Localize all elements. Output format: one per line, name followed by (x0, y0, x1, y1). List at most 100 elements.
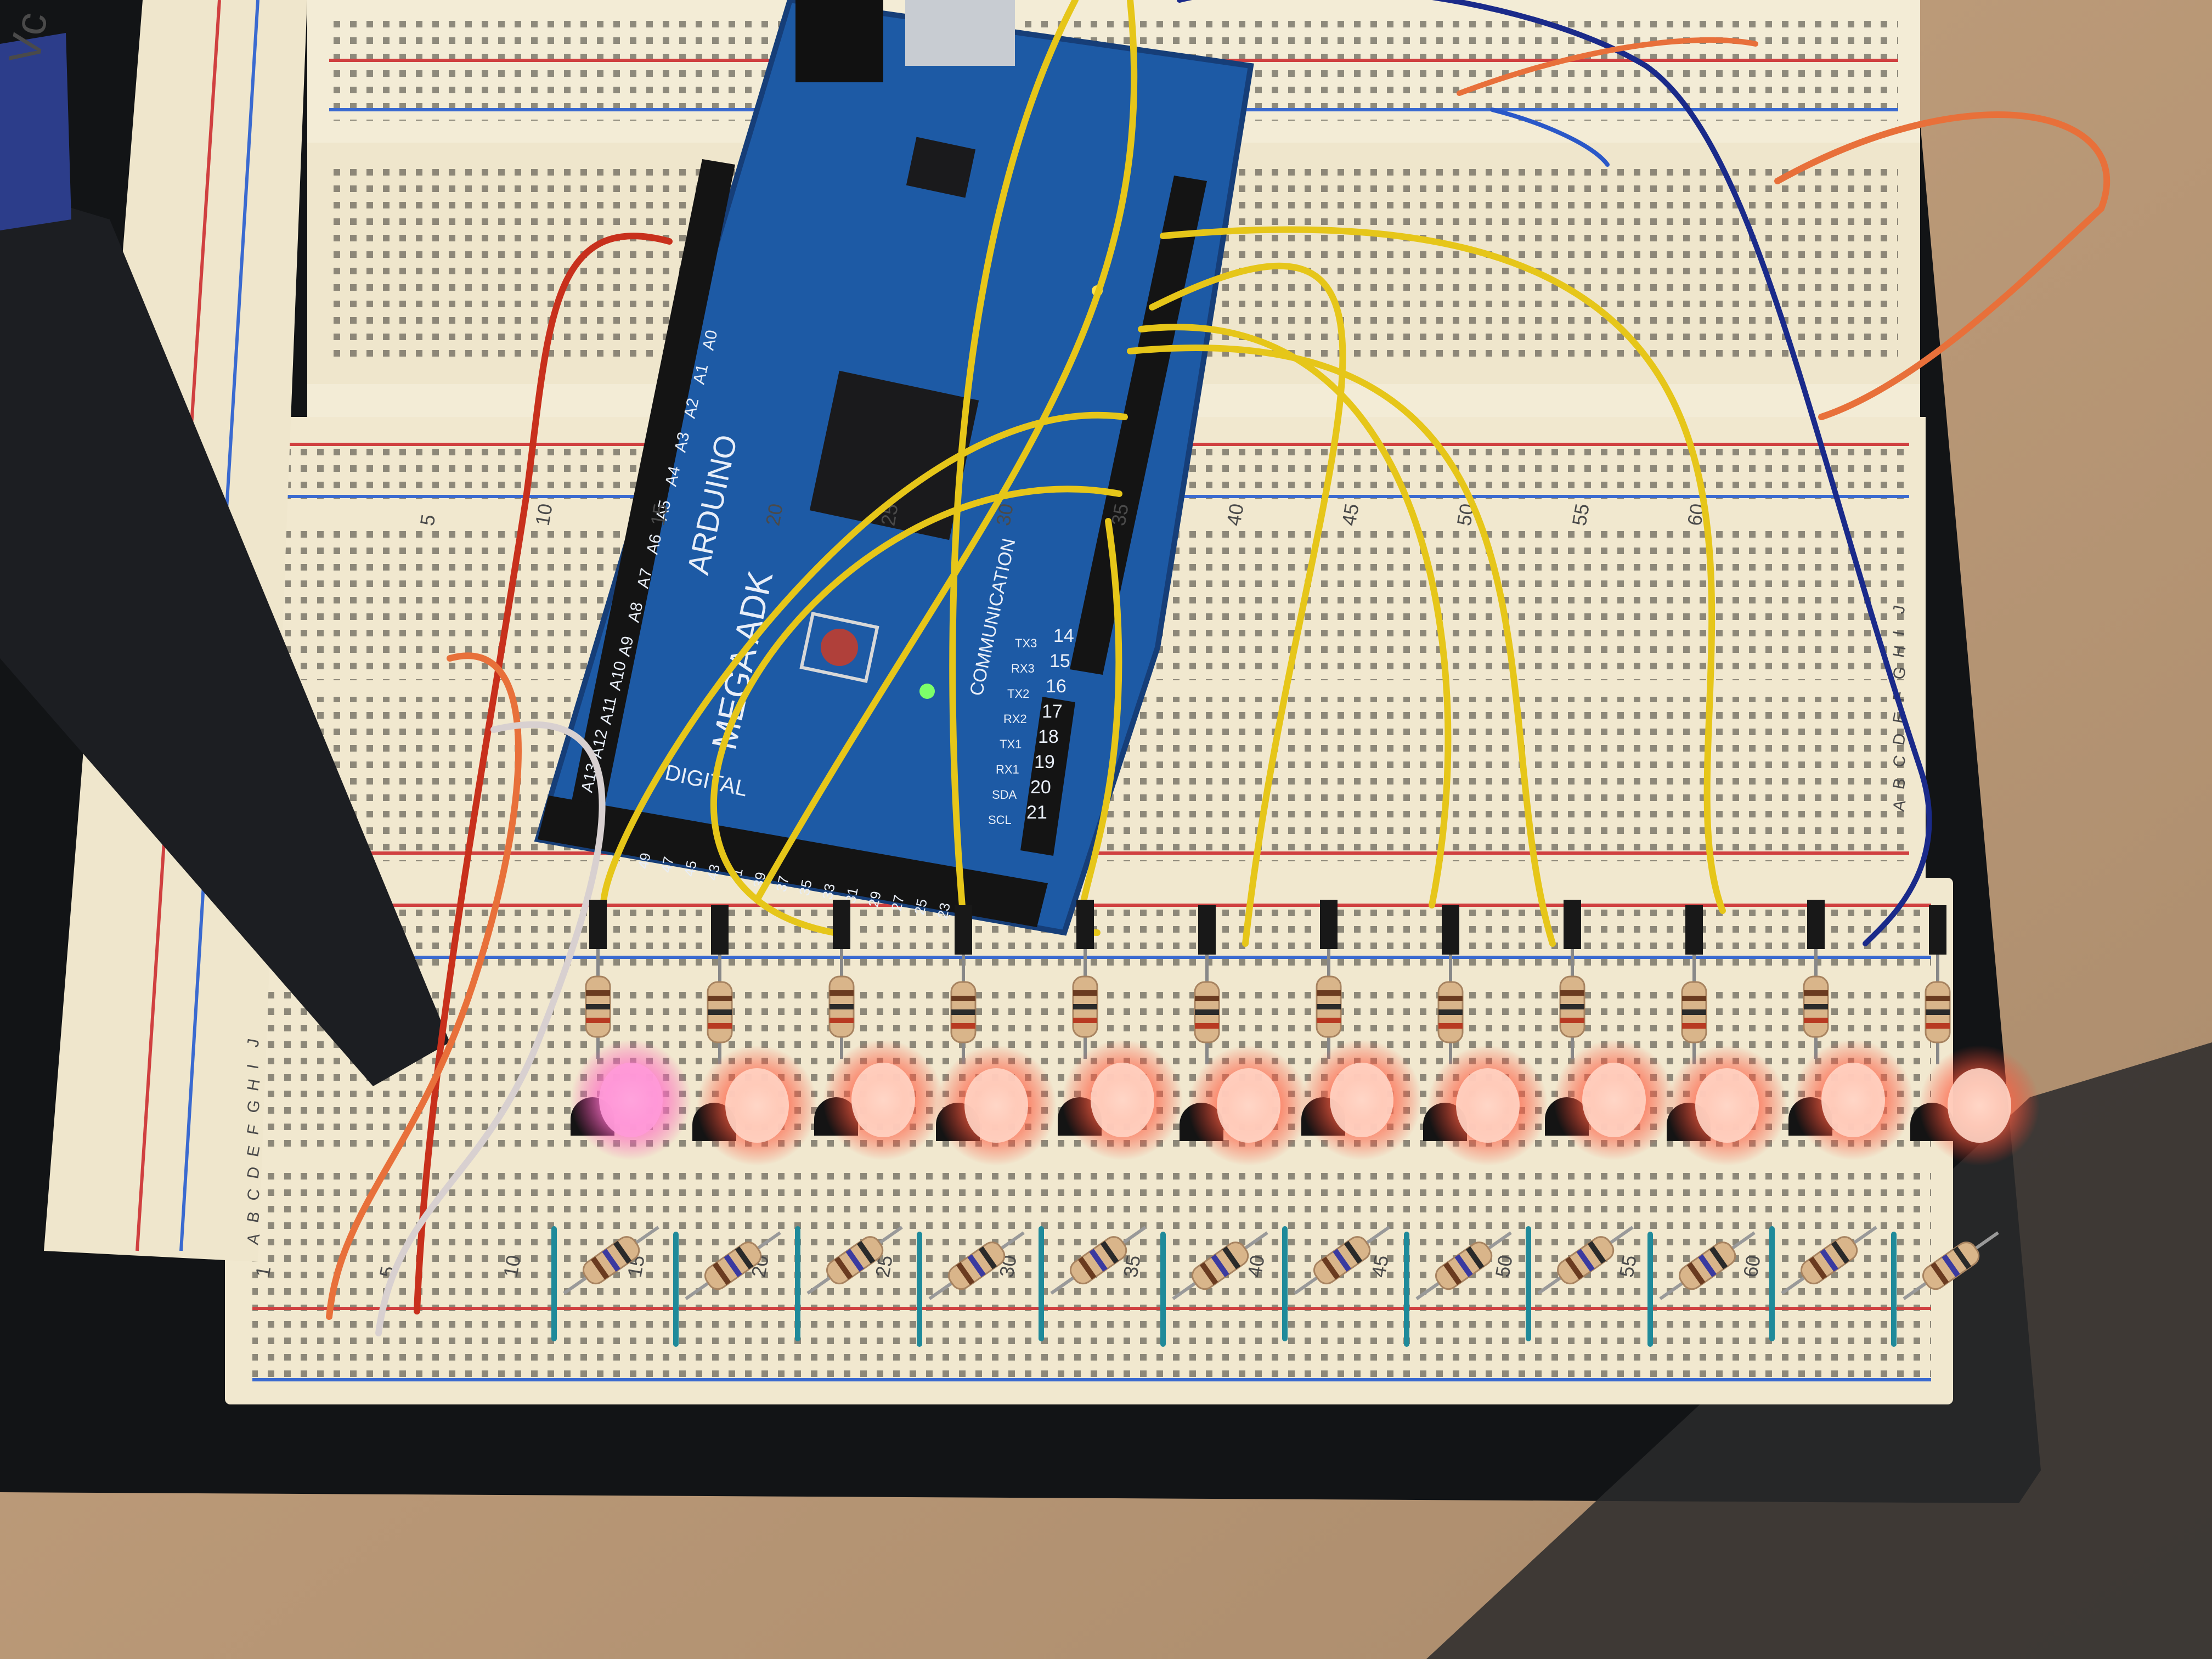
jumper-pin (711, 905, 729, 955)
led (1217, 1068, 1280, 1143)
resistor (950, 938, 977, 1064)
yellow-wire-6 (1160, 226, 1726, 914)
led (1330, 1063, 1393, 1137)
analog-pin-label: A5 (653, 499, 675, 522)
power-jack (795, 0, 883, 82)
column-number: 20 (761, 502, 787, 528)
reset-button[interactable] (821, 629, 858, 666)
bottom-header-number: 43 (704, 863, 723, 882)
jumper-pin (833, 900, 850, 949)
resistor (928, 1231, 1025, 1300)
jumper-pin (1442, 905, 1459, 955)
column-number: 50 (1491, 1254, 1517, 1279)
led (851, 1063, 915, 1137)
analog-pin-label: A1 (690, 363, 712, 386)
bottom-header-number: 29 (865, 890, 884, 909)
jumper-pin (955, 905, 972, 955)
resistor (1437, 938, 1464, 1064)
resistor (1294, 1226, 1390, 1295)
bottom-header-number: 23 (934, 901, 953, 921)
analog-pin-label: A3 (672, 431, 693, 454)
comm-pin-number: 20 (1030, 777, 1051, 798)
blue-wire (1177, 0, 1932, 946)
comm-pin-label: RX2 (1003, 712, 1027, 726)
jumper-pin (1320, 900, 1338, 949)
led (599, 1063, 663, 1137)
comm-pin-number: 14 (1053, 625, 1074, 646)
jumper-pin (589, 900, 607, 949)
bottom-header (538, 795, 1048, 927)
resistor (563, 1226, 659, 1295)
jumper-pin (1929, 905, 1946, 955)
comm-pin-number: 19 (1034, 752, 1055, 772)
left-panel-text: Vc (0, 9, 57, 67)
bottom-header-number: 35 (796, 878, 815, 898)
resistor (1659, 1231, 1756, 1300)
yellow-wire-8 (600, 412, 1128, 909)
status-led-green (919, 684, 935, 699)
usb-connector (905, 0, 1015, 66)
resistor (1803, 933, 1829, 1059)
led (1695, 1068, 1759, 1143)
yellow-wire-4 (1138, 324, 1452, 909)
column-number: 55 (1568, 502, 1594, 528)
comm-pin-label: TX1 (1000, 737, 1022, 751)
bottom-header-number: 27 (888, 894, 907, 913)
resistor (1681, 938, 1707, 1064)
led (1456, 1068, 1520, 1143)
bottom-header-number: 47 (658, 855, 677, 874)
led (1948, 1068, 2011, 1143)
column-number: 55 (1615, 1254, 1641, 1279)
comm-pin-label: TX3 (1015, 636, 1037, 650)
yellow-wire-7 (710, 486, 1122, 936)
resistor (1415, 1231, 1512, 1300)
led-driver-row (551, 900, 2040, 1347)
resistor (585, 933, 611, 1059)
led (964, 1068, 1028, 1143)
led (725, 1068, 789, 1143)
resistor (1537, 1226, 1634, 1295)
column-number: 10 (499, 1254, 525, 1279)
comm-pin-number: 18 (1038, 726, 1059, 747)
row-letter: G (244, 1098, 264, 1114)
comm-pin-label: RX1 (996, 763, 1019, 776)
comm-pin-label: SCL (988, 813, 1012, 827)
analog-pin-label: A7 (634, 567, 656, 590)
resistor (1172, 1231, 1268, 1300)
resistor (806, 1226, 903, 1295)
resistor (1903, 1231, 1999, 1300)
orange-wire-1 (326, 652, 522, 1320)
comm-pin-label: SDA (992, 788, 1017, 802)
resistor (1316, 933, 1342, 1059)
resistor (1559, 933, 1585, 1059)
jumper-pin (1076, 900, 1094, 949)
row-letter: J (1889, 604, 1909, 616)
orange-wire-2 (1774, 111, 2111, 420)
blue-wire-short (1490, 108, 1610, 167)
comm-pin-number: 15 (1049, 651, 1070, 672)
jumper-pin (1807, 900, 1825, 949)
column-number: 15 (646, 502, 672, 528)
resistor (685, 1231, 781, 1300)
analog-pin-label: A4 (662, 465, 684, 488)
jumper-pin (1685, 905, 1703, 955)
secondary-chip (906, 137, 976, 198)
digital-header (1020, 697, 1075, 856)
column-number: 45 (1338, 502, 1363, 528)
yellow-wire-5 (1127, 345, 1556, 947)
resistor (1072, 933, 1098, 1059)
bottom-header-number: 33 (819, 882, 838, 901)
resistor (1050, 1226, 1147, 1295)
orange-wire-3 (1457, 37, 1758, 96)
wires (326, 0, 2111, 1336)
resistor (707, 938, 733, 1064)
resistor (1194, 938, 1220, 1064)
comm-pin-number: 21 (1026, 802, 1047, 823)
white-wire (375, 721, 606, 1336)
column-number: 45 (1367, 1254, 1393, 1279)
resistor (828, 933, 855, 1059)
bottom-header-number: 37 (773, 874, 792, 894)
column-number: 40 (1222, 502, 1248, 528)
